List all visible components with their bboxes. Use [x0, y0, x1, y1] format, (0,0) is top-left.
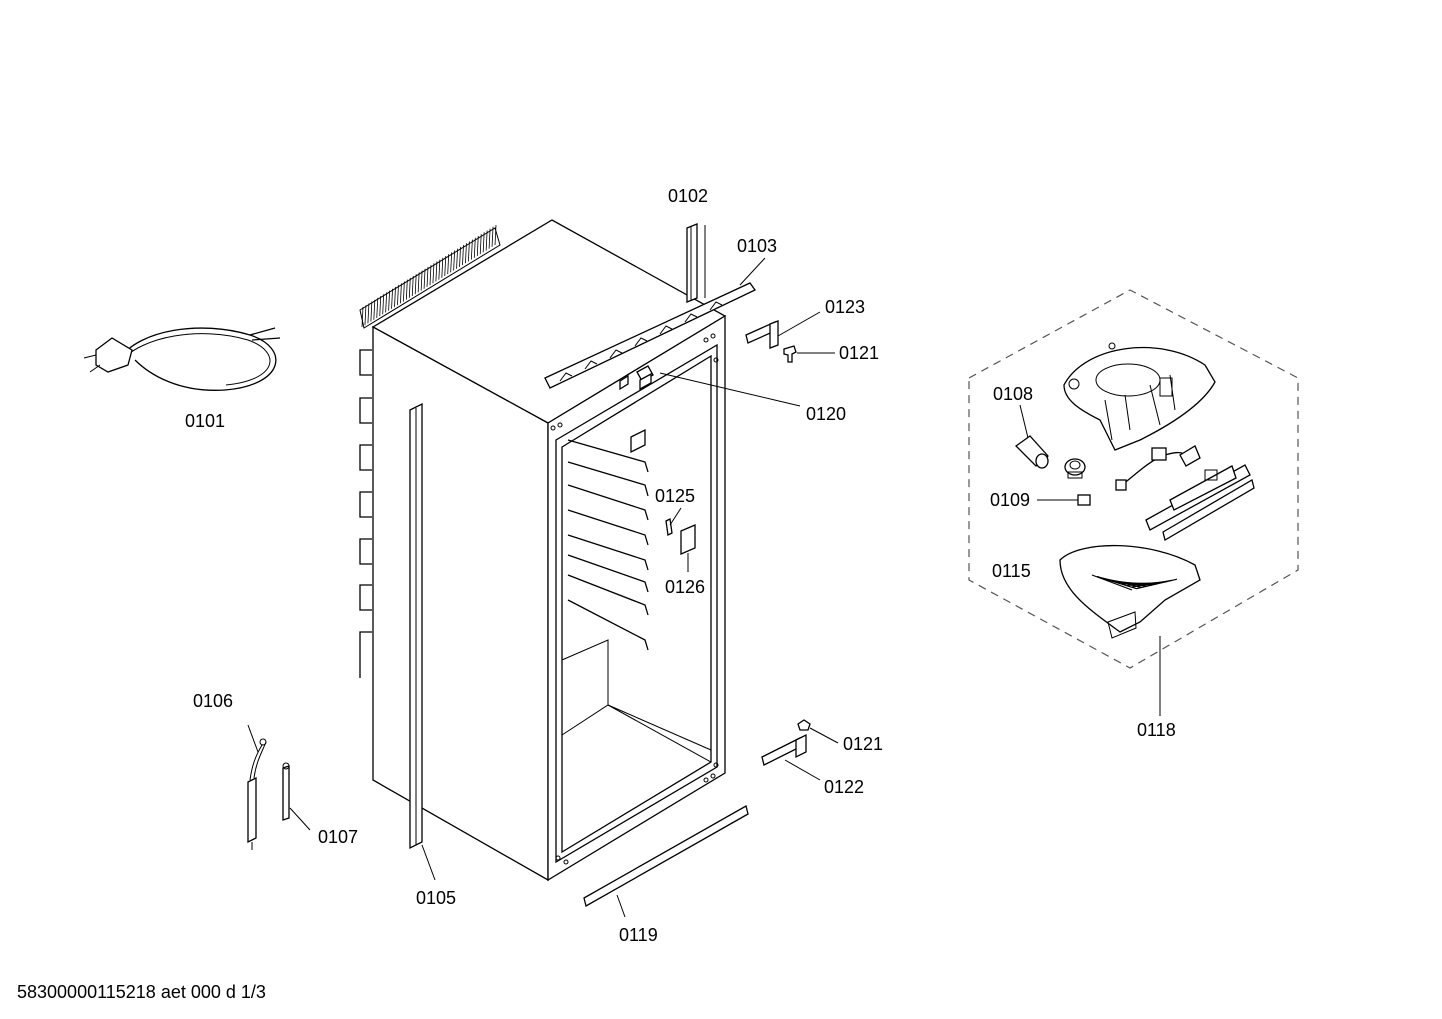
label-0121-lower: 0121 [843, 734, 883, 754]
label-0108: 0108 [993, 384, 1033, 404]
frame-screws [550, 333, 719, 865]
wiring-harness [1115, 445, 1201, 491]
document-code: 58300000115218 aet 000 d 1/3 [17, 982, 266, 1002]
part-0105-seal [409, 402, 423, 850]
label-0109: 0109 [990, 490, 1030, 510]
part-0125-clip [665, 518, 673, 536]
label-0118: 0118 [1137, 720, 1176, 740]
label-0105: 0105 [416, 888, 456, 908]
part-0121-pin-upper [783, 345, 797, 363]
part-0109-connector [1077, 494, 1091, 506]
part-0108-lamp [1014, 435, 1049, 469]
label-0120: 0120 [806, 404, 846, 424]
part-0118-fan-assembly [968, 289, 1299, 669]
label-0103: 0103 [737, 236, 777, 256]
label-0121-upper: 0121 [839, 343, 879, 363]
part-labels: 0101 0102 0103 0123 0121 0120 0125 0126 … [185, 186, 1176, 945]
shelf-rails [567, 439, 649, 651]
label-0106: 0106 [193, 691, 233, 711]
part-0106-sensor [247, 738, 267, 850]
label-0123: 0123 [825, 297, 865, 317]
part-0101-power-cord [83, 327, 281, 391]
lamp-socket [1064, 458, 1086, 479]
label-0102: 0102 [668, 186, 708, 206]
leader-lines [247, 225, 1161, 918]
part-0119-strip [583, 805, 749, 907]
control-strip [1145, 464, 1255, 541]
part-0123-bracket [745, 320, 779, 349]
label-0107: 0107 [318, 827, 358, 847]
label-0122: 0122 [824, 777, 864, 797]
part-0115-fan-cover [1059, 544, 1201, 639]
label-0126: 0126 [665, 577, 705, 597]
label-0101: 0101 [185, 411, 225, 431]
part-0126-block [680, 524, 696, 555]
part-0102-strip [686, 223, 698, 303]
fan-housing [1063, 342, 1216, 451]
condenser-coil [359, 224, 501, 678]
part-0122-bracket [761, 733, 807, 766]
label-0119: 0119 [619, 925, 658, 945]
part-0121-pin-lower [797, 719, 811, 731]
label-0115: 0115 [992, 561, 1031, 581]
part-0120-switch [619, 365, 654, 391]
part-0103-rail [544, 282, 756, 389]
label-0125: 0125 [655, 486, 695, 506]
part-0107-tube [282, 762, 290, 821]
